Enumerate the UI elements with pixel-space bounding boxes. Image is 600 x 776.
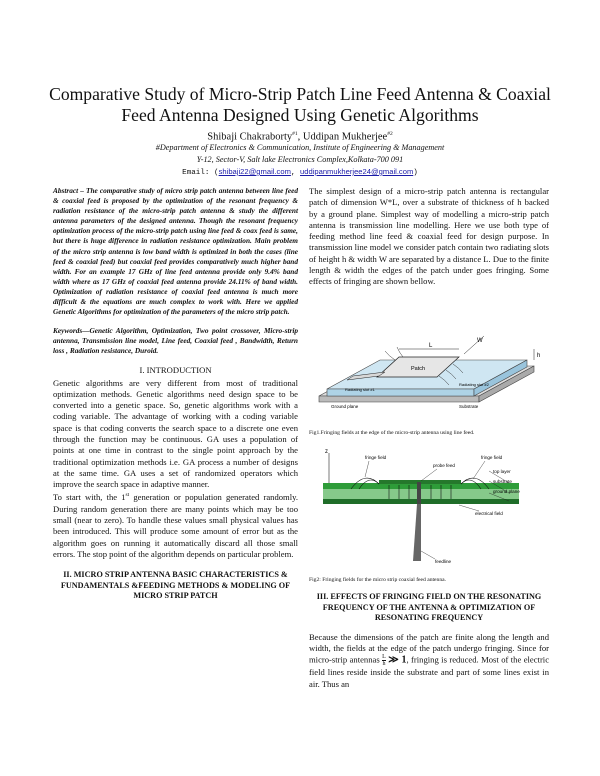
figure-2: z x bbox=[309, 443, 549, 584]
figure-1-caption: Fig1.Fringing fields at the edge of the … bbox=[309, 429, 475, 436]
fig2-label-fringe-right: fringe field bbox=[481, 455, 503, 460]
affiliation-line-2: Y-12, Sector-V, Salt lake Electronics Co… bbox=[196, 155, 404, 164]
fig2-label-probe: probe feed bbox=[433, 463, 455, 468]
sec1-p2-sup: st bbox=[125, 492, 130, 499]
figure-1: L W h Patch Radiating slot #1 Radiating … bbox=[309, 294, 549, 437]
fig1-label-substrate: Substrate bbox=[459, 404, 479, 409]
patch-shape bbox=[376, 356, 460, 378]
fig2-label-ground: ground plane bbox=[493, 489, 520, 494]
fig2-axis-z: z bbox=[325, 449, 328, 455]
section-1-paragraph-1: Genetic algorithms are very different fr… bbox=[53, 377, 298, 490]
fig1-label-l: L bbox=[429, 343, 433, 349]
feed-line-shape bbox=[346, 371, 386, 380]
paper-authors: Shibaji Chakraborty#1, Uddipan Mukherjee… bbox=[207, 131, 393, 143]
fig2-label-substrate: substrate bbox=[493, 479, 512, 484]
email-line: Email: (shibaji22@gmail.com, uddipanmukh… bbox=[30, 166, 570, 179]
email-end: ) bbox=[413, 169, 418, 177]
affiliation-line-1: #Department of Electronics & Communicati… bbox=[155, 143, 445, 152]
fig2-probe bbox=[417, 481, 421, 504]
email-label: Email: ( bbox=[182, 169, 219, 177]
ratio-denominator: h bbox=[382, 661, 386, 668]
sec1-p2-start: To start with, the 1 bbox=[53, 492, 126, 503]
fig2-label-electrical: electrical field bbox=[475, 511, 503, 516]
intro-paragraph: The simplest design of a micro-strip pat… bbox=[309, 186, 549, 287]
section-1-paragraph-2: To start with, the 1st generation or pop… bbox=[53, 490, 298, 560]
fig2-label-top: top layer bbox=[493, 469, 511, 474]
fig1-label-slot2: Radiating slot #2 bbox=[459, 382, 490, 387]
paper-title: Comparative Study of Micro-Strip Patch L… bbox=[49, 84, 551, 125]
right-column: The simplest design of a micro-strip pat… bbox=[309, 186, 549, 690]
email-link-2[interactable]: uddipanmukherjee24@gmail.com bbox=[300, 167, 414, 176]
ratio-numerator: L bbox=[382, 654, 386, 662]
fig2-feedline bbox=[413, 503, 421, 561]
sec3-text-start: Because the dimensions of the patch are … bbox=[309, 631, 549, 665]
section-1-heading: I. INTRODUCTION bbox=[139, 364, 212, 375]
fig1-label-h: h bbox=[537, 353, 540, 359]
section-3-paragraph: Because the dimensions of the patch are … bbox=[309, 632, 549, 690]
much-greater-than-one: ≫ 1 bbox=[388, 654, 407, 666]
fig1-label-w: W bbox=[477, 338, 483, 344]
fig1-label-slot1: Radiating slot #1 bbox=[345, 387, 376, 392]
figure-1-diagram: L W h Patch Radiating slot #1 Radiating … bbox=[318, 335, 540, 409]
email-link-1[interactable]: shibaji22@gmail.com bbox=[218, 167, 291, 176]
fig1-label-ground: Ground plane bbox=[331, 404, 359, 409]
fig2-label-fringe-left: fringe field bbox=[365, 455, 387, 460]
section-2-heading: II. MICRO STRIP ANTENNA BASIC CHARACTERI… bbox=[60, 570, 291, 601]
affiliation: #Department of Electronics & Communicati… bbox=[30, 142, 570, 166]
left-column: Abstract – The comparative study of micr… bbox=[53, 186, 298, 610]
figure-2-diagram: z x bbox=[323, 449, 520, 564]
sec3-text-rest: , fringing is reduced. Most of the elect… bbox=[309, 654, 550, 689]
section-3-heading: III. EFFECTS OF FRINGING FIELD ON THE RE… bbox=[316, 592, 542, 623]
sec1-p2-rest: generation or population generated rando… bbox=[53, 492, 299, 559]
fig2-label-feedline: feedline bbox=[435, 559, 452, 564]
keywords: Keywords—Genetic Algorithm, Optimization… bbox=[53, 326, 298, 356]
abstract: Abstract – The comparative study of micr… bbox=[53, 186, 298, 317]
email-separator: , bbox=[290, 169, 301, 177]
fig1-label-patch: Patch bbox=[411, 366, 425, 372]
figure-2-caption: Fig2: Fringing fields for the micro stri… bbox=[309, 577, 447, 584]
